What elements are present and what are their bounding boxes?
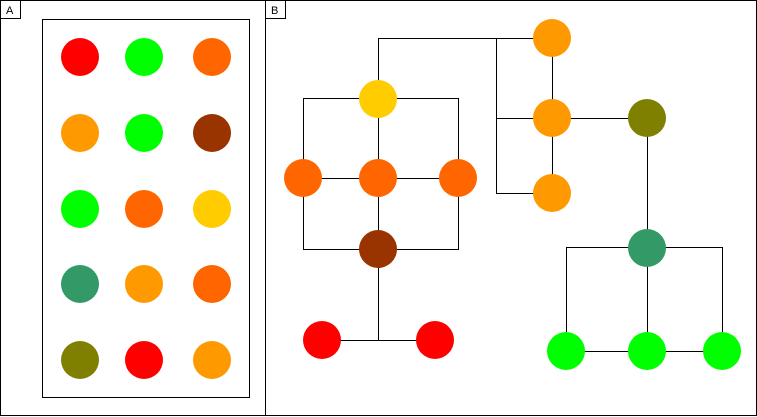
connector-line xyxy=(378,38,552,99)
panel-a-label: A xyxy=(6,5,14,17)
graph-node xyxy=(359,230,397,268)
graph-node xyxy=(703,332,741,370)
graph-node xyxy=(628,99,666,137)
grid-dot xyxy=(193,265,231,303)
panel-b-nodes xyxy=(284,19,741,370)
panel-a-dot-grid xyxy=(61,38,231,379)
graph-node xyxy=(628,332,666,370)
graph-node xyxy=(284,159,322,197)
grid-dot xyxy=(61,341,99,379)
grid-dot xyxy=(193,341,231,379)
grid-dot xyxy=(61,190,99,228)
grid-dot xyxy=(125,190,163,228)
graph-node xyxy=(303,321,341,359)
panel-b-frame xyxy=(265,0,757,416)
grid-dot xyxy=(125,341,163,379)
graph-node xyxy=(359,159,397,197)
grid-dot xyxy=(193,38,231,76)
graph-node xyxy=(359,80,397,118)
panel-a-inner-frame xyxy=(42,19,250,398)
graph-node xyxy=(533,99,571,137)
panel-b-label: B xyxy=(271,5,278,17)
panel-a-label-box xyxy=(0,0,21,19)
grid-dot xyxy=(61,114,99,152)
grid-dot xyxy=(125,114,163,152)
grid-dot xyxy=(61,265,99,303)
graph-node xyxy=(533,174,571,212)
grid-dot xyxy=(125,265,163,303)
grid-dot xyxy=(193,114,231,152)
graph-node xyxy=(416,321,454,359)
panel-b-label-box xyxy=(265,0,286,19)
grid-dot xyxy=(61,38,99,76)
graph-node xyxy=(628,229,666,267)
graph-node xyxy=(533,19,571,57)
panel-b-connectors xyxy=(303,38,723,352)
graph-node xyxy=(547,332,585,370)
grid-dot xyxy=(193,190,231,228)
graph-node xyxy=(439,159,477,197)
grid-dot xyxy=(125,38,163,76)
